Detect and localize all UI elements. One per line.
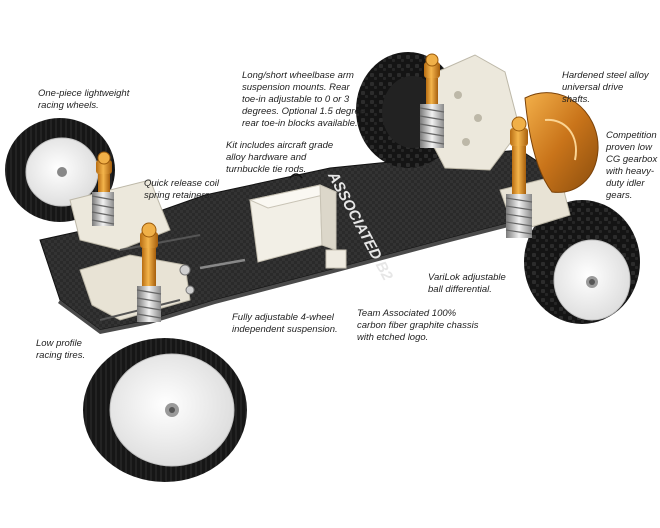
caption-hardware: Kit includes aircraft grade alloy hardwa… bbox=[226, 140, 334, 175]
caption-gearbox: Competition proven low CG gearbox with h… bbox=[606, 130, 658, 201]
hardware bbox=[179, 173, 303, 295]
caption-differential: VariLok adjustable ball differential. bbox=[428, 272, 506, 295]
radio-box bbox=[248, 184, 347, 269]
caption-adjustable-suspension: Fully adjustable 4-wheel independent sus… bbox=[232, 312, 338, 335]
caption-retainers: Quick release coil spring retainers. bbox=[144, 178, 219, 201]
caption-chassis: Team Associated 100% carbon fiber graphi… bbox=[357, 308, 479, 343]
caption-driveshafts: Hardened steel alloy universal drive sha… bbox=[562, 70, 649, 105]
rear-right-tire bbox=[524, 200, 640, 324]
caption-suspension-mounts: Long/short wheelbase arm suspension moun… bbox=[242, 70, 366, 129]
front-shock-rear bbox=[91, 151, 115, 226]
gearbox-cover bbox=[524, 92, 599, 193]
rear-shock-left bbox=[419, 53, 445, 148]
caption-tires: Low profile racing tires. bbox=[36, 338, 86, 361]
front-suspension bbox=[69, 179, 201, 321]
front-shock-front bbox=[136, 222, 162, 322]
rear-shock-right bbox=[505, 116, 533, 238]
front-right-tire bbox=[83, 338, 247, 482]
caption-wheels: One-piece lightweight racing wheels. bbox=[38, 88, 130, 111]
